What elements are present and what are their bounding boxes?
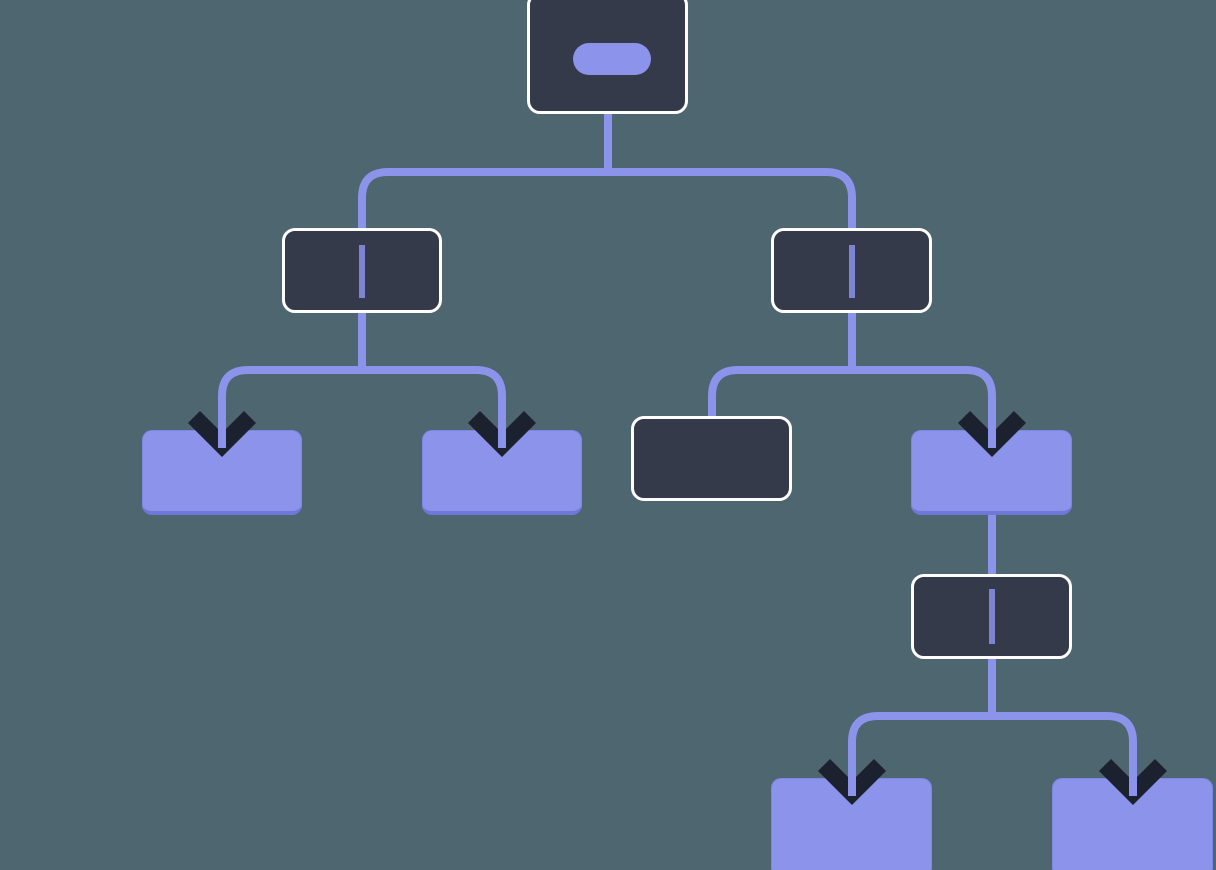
edge-root-to-l2a <box>358 168 608 330</box>
node-level4[interactable] <box>911 574 1072 659</box>
node-level3-c[interactable] <box>631 416 792 501</box>
edge-l2b-to-l3c <box>708 313 856 416</box>
node-level3-d[interactable] <box>911 430 1072 515</box>
node-level5-a[interactable] <box>771 778 932 870</box>
node-level2-left[interactable] <box>282 228 442 313</box>
node-level2-right[interactable] <box>771 228 932 313</box>
node-level3-b[interactable] <box>422 430 582 515</box>
edge-l2a-to-l3a <box>218 313 366 448</box>
edge-root-to-l2b <box>608 168 856 330</box>
node-root[interactable] <box>527 0 688 114</box>
node-level5-b[interactable] <box>1052 778 1213 870</box>
edge-l2a-to-l3b <box>362 366 506 448</box>
edge-l2b-to-l3d <box>852 366 996 448</box>
root-pill-icon <box>573 43 651 75</box>
edge-l4-to-l5a <box>848 659 996 796</box>
node-level3-a[interactable] <box>142 430 302 515</box>
edge-l4-to-l5b <box>992 712 1137 796</box>
